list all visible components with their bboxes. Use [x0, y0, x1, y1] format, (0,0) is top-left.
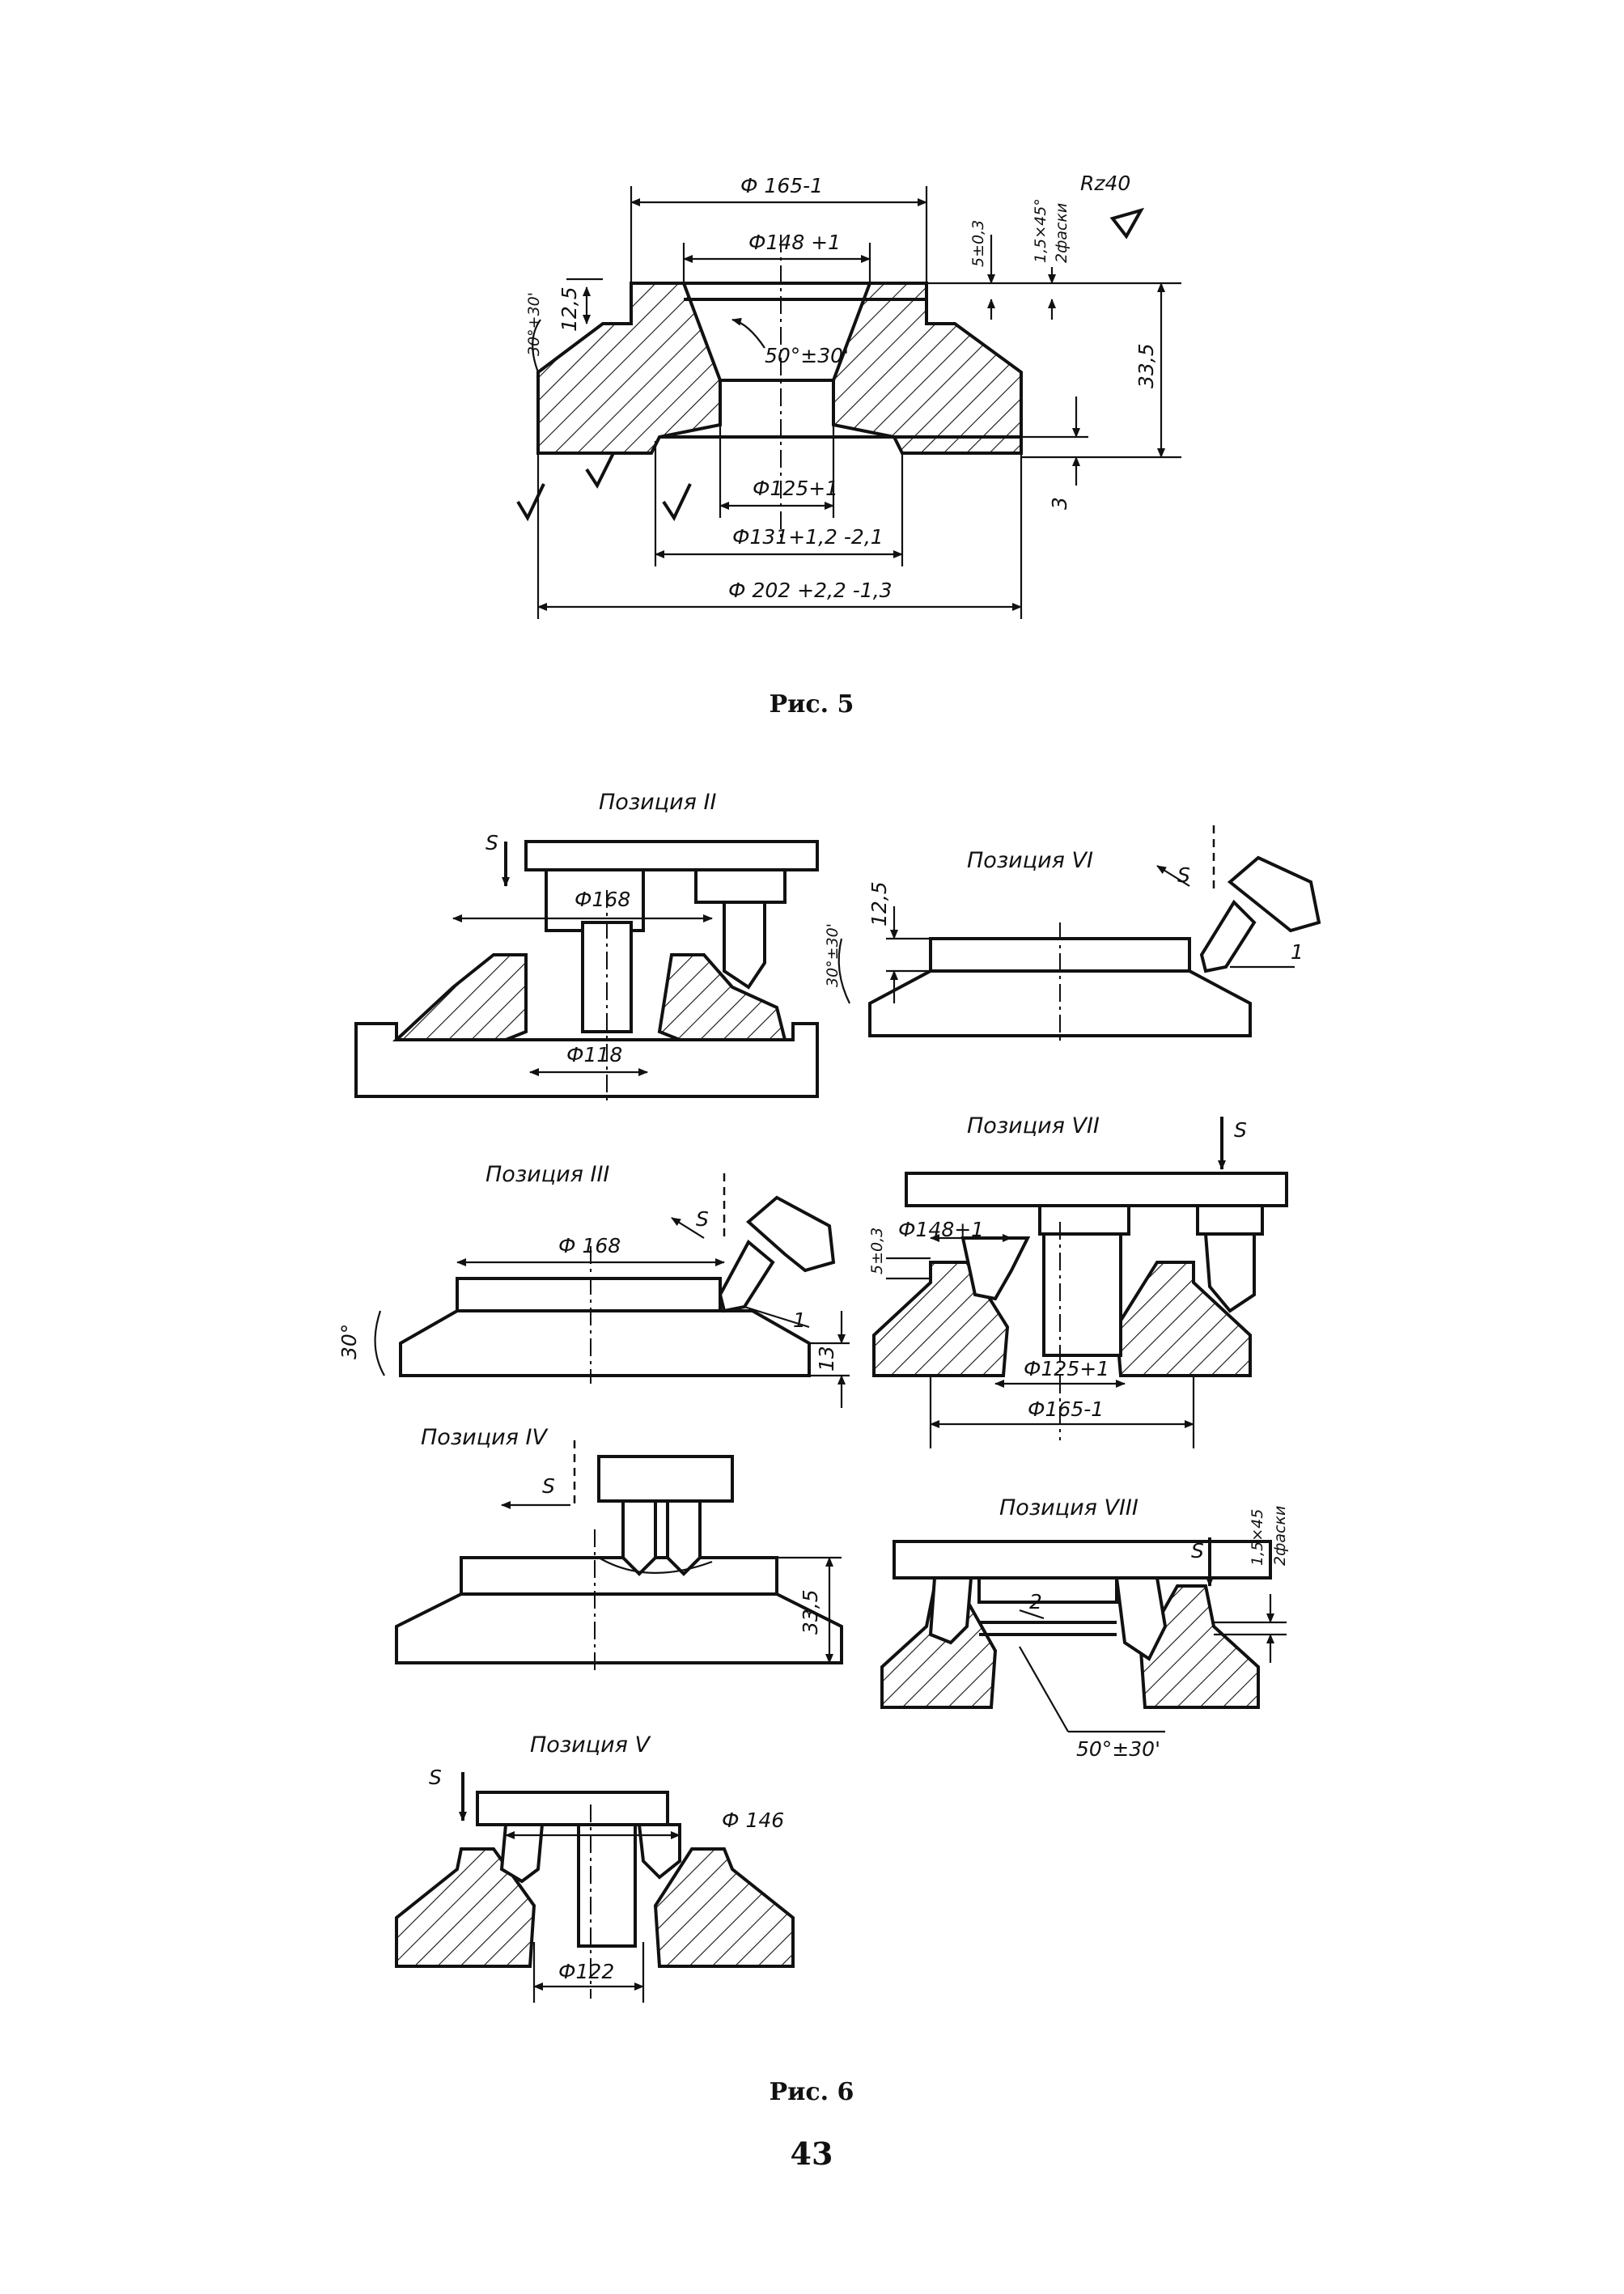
- fig6-p7-d148: Ф148+1: [898, 1218, 984, 1241]
- fig6-position-5: [395, 1772, 795, 2003]
- page-number: 43: [791, 2135, 833, 2172]
- fig5-dim-chamfer-note: 2фаски: [1053, 203, 1071, 263]
- fig5-dim-h3: 3: [1048, 497, 1071, 510]
- fig5-dim-angle50: 50°±30': [765, 344, 849, 367]
- fig6-p5-title: Позиция V: [530, 1732, 651, 1758]
- fig5-roughness: Rz40: [1080, 172, 1130, 195]
- fig6-p5-feed: S: [429, 1766, 442, 1789]
- fig6-p6-angle: 30°±30': [824, 923, 842, 987]
- fig5-dim-chamfer: 1,5×45°: [1032, 198, 1049, 263]
- fig6-p6-h12_5: 12,5: [867, 881, 891, 927]
- fig6-p6-tool: 1: [1291, 940, 1304, 964]
- fig5-part-drawing: [516, 186, 1181, 619]
- fig6-position-7: [872, 1117, 1288, 1448]
- fig6-p3-feed: S: [696, 1207, 709, 1231]
- fig6-p7-d125: Ф125+1: [1024, 1357, 1109, 1380]
- fig5-dim-h12_5: 12,5: [558, 286, 581, 332]
- fig6-position-4: [395, 1440, 843, 1671]
- fig6-p7-h5: 5±0,3: [868, 1228, 886, 1274]
- fig5-dim-h33_5: 33,5: [1134, 343, 1158, 388]
- fig6-p2-d118: Ф118: [566, 1043, 622, 1066]
- fig6-position-3: [374, 1173, 850, 1408]
- fig6-position-2: [354, 840, 819, 1100]
- fig6-position-6: [837, 825, 1321, 1044]
- fig6-p3-tool: 1: [793, 1308, 806, 1332]
- fig6-p7-d165: Ф165-1: [1028, 1397, 1104, 1421]
- fig6-p2-feed: S: [486, 831, 498, 854]
- fig6-p4-h33_5: 33,5: [799, 1589, 822, 1635]
- fig6-p2-title: Позиция II: [599, 790, 716, 815]
- fig6-p8-title: Позиция VIII: [999, 1495, 1138, 1520]
- fig6-p5-d146: Ф 146: [722, 1808, 784, 1832]
- fig6-p4-feed: S: [542, 1474, 555, 1498]
- fig6-p2-d168: Ф168: [575, 888, 630, 911]
- fig6-p8-feed: S: [1191, 1539, 1204, 1563]
- fig6-p8-chamfer: 1,5×45: [1249, 1509, 1266, 1566]
- fig6-p8-angle50: 50°±30': [1076, 1737, 1160, 1761]
- fig6-position-8: [880, 1537, 1287, 1733]
- fig6-p8-chamfer-note: 2фаски: [1271, 1506, 1289, 1566]
- fig5-dim-d125: Ф125+1: [753, 477, 838, 500]
- fig6-p6-title: Позиция VI: [967, 848, 1093, 873]
- fig5-dim-d131: Ф131+1,2 -2,1: [732, 525, 884, 549]
- fig6-p7-feed: S: [1234, 1118, 1247, 1142]
- fig5-dim-d202: Ф 202 +2,2 -1,3: [728, 579, 893, 602]
- fig6-p5-d122: Ф122: [558, 1960, 614, 1983]
- fig6-p3-title: Позиция III: [486, 1162, 609, 1187]
- fig6-p4-title: Позиция IV: [421, 1425, 549, 1450]
- fig6-p7-title: Позиция VII: [967, 1113, 1100, 1139]
- fig6-caption: Рис. 6: [770, 2078, 854, 2106]
- fig6-p3-angle30: 30°: [337, 1324, 361, 1359]
- fig5-caption: Рис. 5: [770, 690, 854, 719]
- fig5-dim-d165: Ф 165-1: [740, 174, 823, 197]
- fig6-p3-h13: 13: [815, 1346, 838, 1372]
- fig6-p8-tool: 2: [1029, 1590, 1042, 1613]
- fig5-dim-h5: 5±0,3: [969, 220, 987, 267]
- fig6-p6-feed: S: [1177, 863, 1190, 887]
- fig6-p3-d168: Ф 168: [558, 1234, 621, 1257]
- fig5-dim-d148: Ф148 +1: [748, 231, 841, 254]
- fig5-dim-angle30: 30°+30': [525, 292, 543, 356]
